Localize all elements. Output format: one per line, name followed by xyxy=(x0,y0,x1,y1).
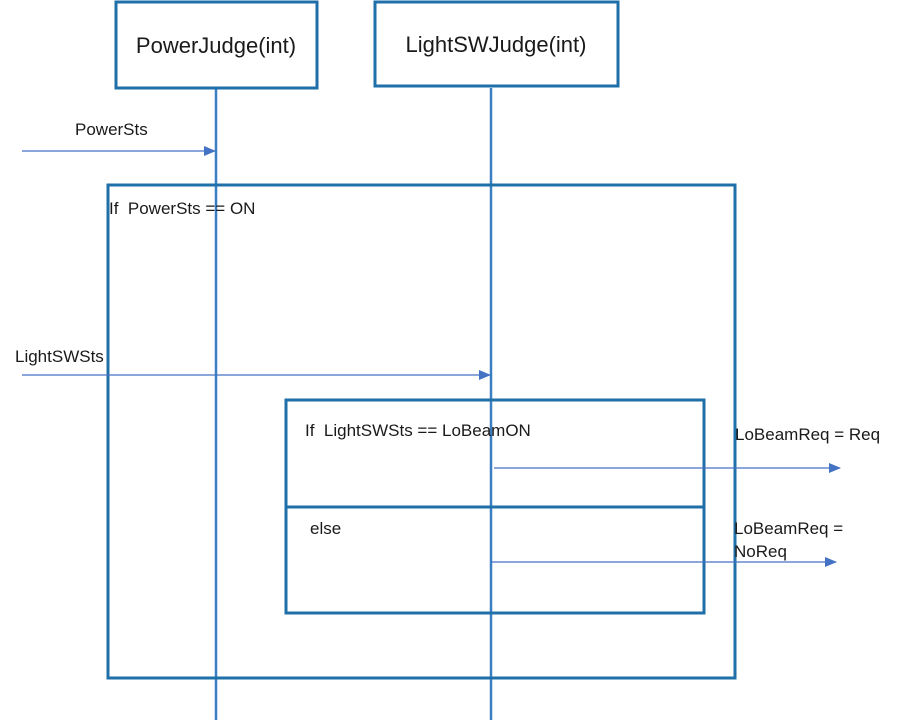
message-lobeamreq-noreq: LoBeamReq = NoReq xyxy=(491,519,843,567)
lifeline-header-lightswjudge: LightSWJudge(int) xyxy=(373,0,620,88)
lifeline-title-lightswjudge: LightSWJudge(int) xyxy=(406,32,587,57)
inner-condition-fragment: If LightSWSts == LoBeamON else xyxy=(284,398,706,615)
message-lightswsts-label: LightSWSts xyxy=(15,347,104,366)
message-lobeamreq-noreq-label-line2: NoReq xyxy=(734,542,787,561)
inner-condition-label: If LightSWSts == LoBeamON xyxy=(305,421,531,440)
message-lobeamreq-req-label: LoBeamReq = Req xyxy=(735,425,880,444)
message-lobeamreq-req: LoBeamReq = Req xyxy=(494,425,880,473)
lifeline-title-powerjudge: PowerJudge(int) xyxy=(136,33,296,58)
lifeline-header-powerjudge: PowerJudge(int) xyxy=(114,0,319,90)
message-lightswsts: LightSWSts xyxy=(15,347,491,380)
message-powersts: PowerSts xyxy=(22,120,216,156)
message-powersts-label: PowerSts xyxy=(75,120,148,139)
message-lobeamreq-noreq-label-line1: LoBeamReq = xyxy=(734,519,843,538)
outer-condition-fragment: If PowerSts == ON xyxy=(106,183,737,680)
outer-condition-label: If PowerSts == ON xyxy=(109,199,255,218)
else-label: else xyxy=(310,519,341,538)
